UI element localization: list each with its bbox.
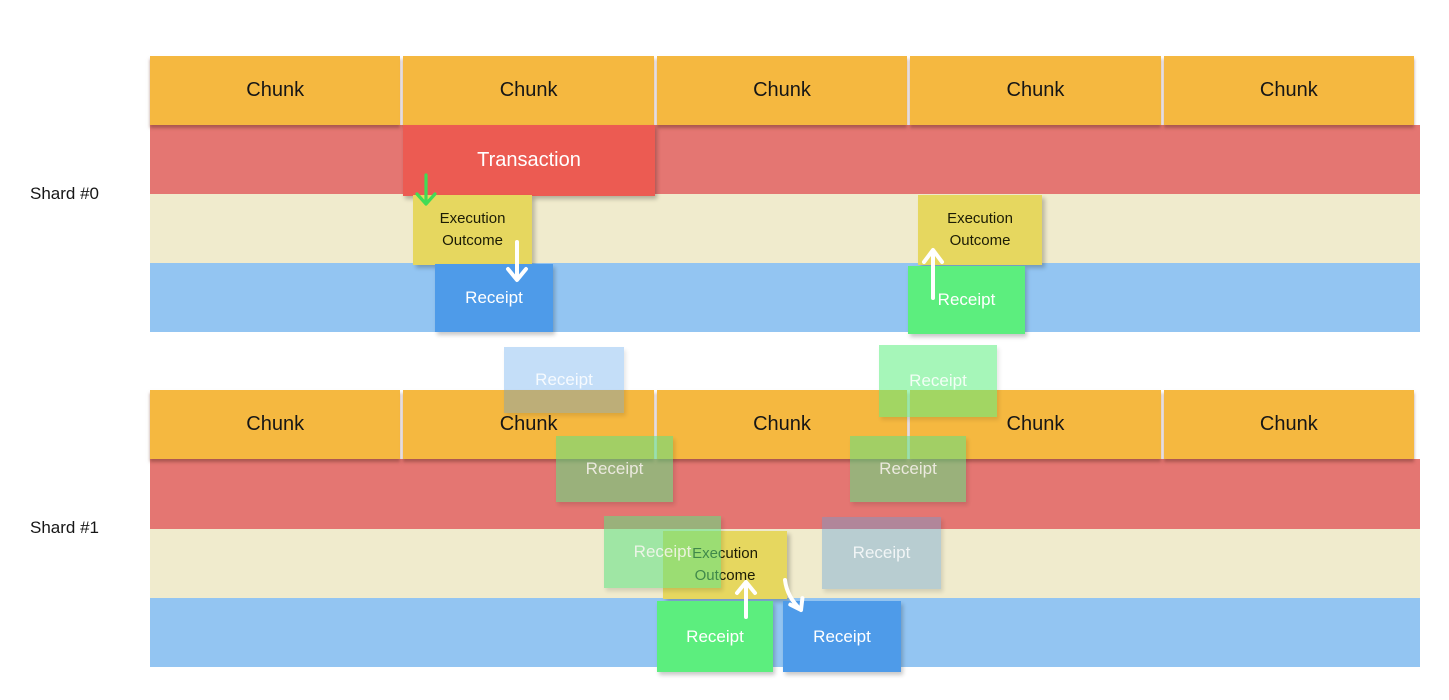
chunk-cell: Chunk xyxy=(150,390,401,459)
chunk-cell: Chunk xyxy=(1163,390,1415,459)
chunk-cell: Chunk xyxy=(656,56,908,125)
shard-0-receipt-band xyxy=(150,263,1420,332)
receipt-box-faded-green: Receipt xyxy=(879,345,997,417)
receipt-box-green: Receipt xyxy=(657,601,773,672)
arrow-up-white-icon xyxy=(922,248,944,300)
receipt-box-blue: Receipt xyxy=(435,264,553,332)
shard-0-label: Shard #0 xyxy=(30,184,99,203)
receipt-box-semi-green: Receipt xyxy=(556,436,673,502)
chunk-cell: Chunk xyxy=(150,56,401,125)
shard-0-chunk-row: Chunk Chunk Chunk Chunk Chunk xyxy=(150,56,1415,125)
receipt-box-faded-blue: Receipt xyxy=(504,347,624,413)
chunk-cell: Chunk xyxy=(910,56,1161,125)
receipt-box-blue: Receipt xyxy=(783,601,901,672)
shard-1-label: Shard #1 xyxy=(30,518,99,537)
shard-1-chunk-row: Chunk Chunk Chunk Chunk Chunk xyxy=(150,390,1415,459)
arrow-down-green-icon xyxy=(415,173,437,206)
execution-outcome-box: Execution Outcome xyxy=(918,195,1042,265)
arrow-up-white-icon xyxy=(735,580,757,619)
arrow-down-white-icon xyxy=(506,240,528,282)
execution-outcome-box: Execution Outcome xyxy=(413,195,532,265)
shard-0-outcome-band xyxy=(150,194,1420,263)
receipt-box-semi-blue: Receipt xyxy=(822,517,941,589)
receipt-box-green: Receipt xyxy=(908,266,1025,334)
chunk-cell: Chunk xyxy=(403,56,654,125)
shard-1-transaction-band xyxy=(150,459,1420,529)
arrow-down-right-white-icon xyxy=(783,578,805,612)
chunk-cell: Chunk xyxy=(1163,56,1415,125)
receipt-box-semi-green: Receipt xyxy=(850,436,966,502)
transaction-box: Transaction xyxy=(403,125,655,196)
receipt-box-semi-green: Receipt xyxy=(604,516,721,588)
shard-0-transaction-band xyxy=(150,125,1420,194)
